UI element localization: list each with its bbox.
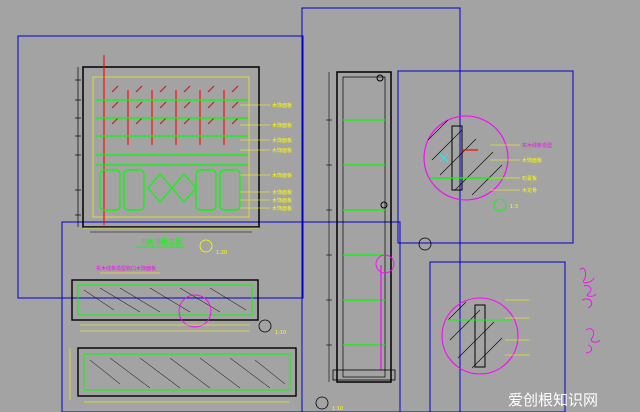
detail-scale-symbol xyxy=(493,198,507,212)
elevation-annotation: 木饰面板 xyxy=(272,205,292,212)
svg-text:实木线条造型收口木饰面板: 实木线条造型收口木饰面板 xyxy=(96,265,156,272)
detail-annotation: 木龙骨 xyxy=(522,187,537,194)
watermark: 爱创根知识网 xyxy=(508,391,598,409)
elevation-annotation: 木饰面板 xyxy=(272,122,292,129)
viewport-frame-right xyxy=(301,7,461,412)
detail-annotation: 木饰面板 xyxy=(522,157,542,164)
viewport-frame-main xyxy=(17,35,304,299)
plan-scale-symbol xyxy=(258,319,272,333)
elevation-annotation: 木饰面板 xyxy=(272,172,292,179)
elevation-scale: 1:20 xyxy=(216,250,227,256)
viewport-frame-detail-bottom xyxy=(429,261,566,412)
bookcase-plan: 实木线条造型收口木饰面板 1:10 xyxy=(71,265,286,336)
detail-bottom xyxy=(441,297,530,375)
plan-scale: 1:10 xyxy=(275,330,286,336)
detail-top: 实木线条造型 木饰面板 石膏板 木龙骨 1:3 xyxy=(423,115,552,212)
elevation-annotation: 木饰面板 xyxy=(272,137,292,144)
elevation-annotation: 木饰面板 xyxy=(272,102,292,109)
handwritten-note xyxy=(579,267,601,354)
bookcase-plan-lower: 1:10 xyxy=(69,347,343,412)
elevation-annotation: 木饰面板 xyxy=(272,147,292,154)
viewport-frame-bottom-left xyxy=(61,221,401,412)
elevation-title: 书房书柜立面 xyxy=(140,237,182,246)
viewport-frames xyxy=(17,7,574,412)
elevation-annotation: 木饰面板 xyxy=(272,189,292,196)
viewport-frame-detail-top xyxy=(397,70,574,244)
elevation-annotation: 木饰面板 xyxy=(272,197,292,204)
bookcase-section xyxy=(326,71,432,383)
section-scale-symbol xyxy=(418,237,432,251)
bookcase-elevation: 木饰面板 木饰面板 木饰面板 木饰面板 木饰面板 木饰面板 木饰面板 木饰面板 … xyxy=(75,55,292,256)
elevation-scale-symbol xyxy=(199,239,213,253)
detail-scale: 1:3 xyxy=(510,204,518,210)
detail-annotation: 石膏板 xyxy=(522,175,537,182)
watermark-text: 爱创根知识网 xyxy=(508,391,598,409)
lower-scale: 1:10 xyxy=(332,406,343,412)
lower-scale-symbol xyxy=(315,396,329,410)
detail-annotation: 实木线条造型 xyxy=(522,142,552,149)
